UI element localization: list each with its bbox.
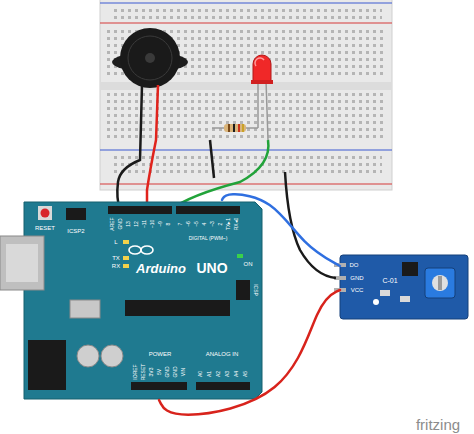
pin-label: A4: [234, 371, 239, 377]
pin-header: [176, 206, 240, 214]
header-label: ICSP2: [67, 228, 84, 234]
pin-label: ~3: [210, 221, 215, 227]
model-name: UNO: [196, 261, 227, 275]
pin-label: GND: [165, 366, 170, 377]
led-label: RX: [112, 263, 120, 269]
sensor-module: [334, 255, 468, 319]
arduino-board: [0, 202, 262, 399]
icsp2-header: [66, 208, 86, 220]
pin-label: A1: [207, 371, 212, 377]
pin-label: VIN: [181, 368, 186, 376]
rail-line: [100, 149, 392, 150]
power-jack: [28, 340, 66, 390]
arduino-board: RESETICSP2AREFGND1312~11~10~987~6~54~32T…: [22, 200, 262, 400]
pin-label: 2: [218, 223, 223, 226]
pin-label: A2: [216, 371, 221, 377]
pin-label: A0: [198, 371, 203, 377]
buzzer-lead: [147, 85, 158, 210]
pin-label: A5: [243, 371, 248, 377]
breadboard: [100, 0, 392, 190]
led-label: TX: [112, 255, 120, 261]
pin-label: AREF: [110, 217, 115, 230]
pin-label: 5V: [157, 369, 162, 375]
watermark: fritzing: [416, 417, 460, 432]
rail-line: [100, 22, 392, 23]
led-label: L: [114, 239, 117, 245]
pin-label: ~9: [158, 221, 163, 227]
microcontroller: [125, 300, 230, 316]
pin-label: 12: [134, 221, 139, 227]
header-label: POWER: [149, 351, 172, 357]
pin-header: [196, 382, 250, 390]
pin-label: GND: [350, 275, 363, 281]
rail-line: [100, 2, 392, 3]
pin-label: RESET: [141, 364, 146, 381]
ground-wire: [285, 172, 336, 278]
pin-label: A3: [225, 371, 230, 377]
pin-label: VCC: [351, 287, 364, 293]
pin-label: GND: [173, 366, 178, 377]
led-label: ON: [244, 261, 253, 267]
pin-header: [108, 206, 172, 214]
pin-label: 4: [202, 223, 207, 226]
pin-label: DO: [350, 262, 359, 268]
pin-label: 8: [166, 223, 171, 226]
pin-label: ~6: [186, 221, 191, 227]
pin-label: 7: [178, 223, 183, 226]
power-wire: [159, 290, 340, 415]
icsp-header: [236, 280, 250, 300]
jumper-wire: [210, 140, 214, 178]
header-label: DIGITAL (PWM~): [189, 236, 228, 241]
buzzer: [112, 28, 188, 88]
rail-holes: [112, 6, 382, 20]
brand-name: Arduino: [136, 262, 186, 275]
header-label: ICSP: [253, 284, 258, 296]
pin-label: TX▸1: [226, 218, 231, 230]
usb-jack: [0, 236, 44, 290]
sensor-module: DO GND VCC C-01: [340, 255, 468, 319]
terminal-holes: [106, 93, 386, 142]
pin-label: 13: [126, 221, 131, 227]
buzzer-lead: [117, 85, 142, 210]
pin-label: 3V3: [149, 368, 154, 377]
part-code: C-01: [382, 277, 397, 284]
pin-label: GND: [118, 218, 123, 229]
signal-wire: [222, 194, 340, 266]
resistor: [212, 124, 258, 132]
pin-label: ~10: [150, 220, 155, 228]
pin-label: RX◂0: [234, 218, 239, 231]
button-label: RESET: [35, 225, 55, 231]
header-label: ANALOG IN: [206, 351, 239, 357]
rail-line: [100, 183, 392, 184]
pin-label: ~5: [194, 221, 199, 227]
pin-label: ~11: [142, 220, 147, 228]
pin-header: [131, 382, 187, 390]
jumper-wire: [170, 140, 268, 210]
pin-label: IOREF: [133, 364, 138, 379]
